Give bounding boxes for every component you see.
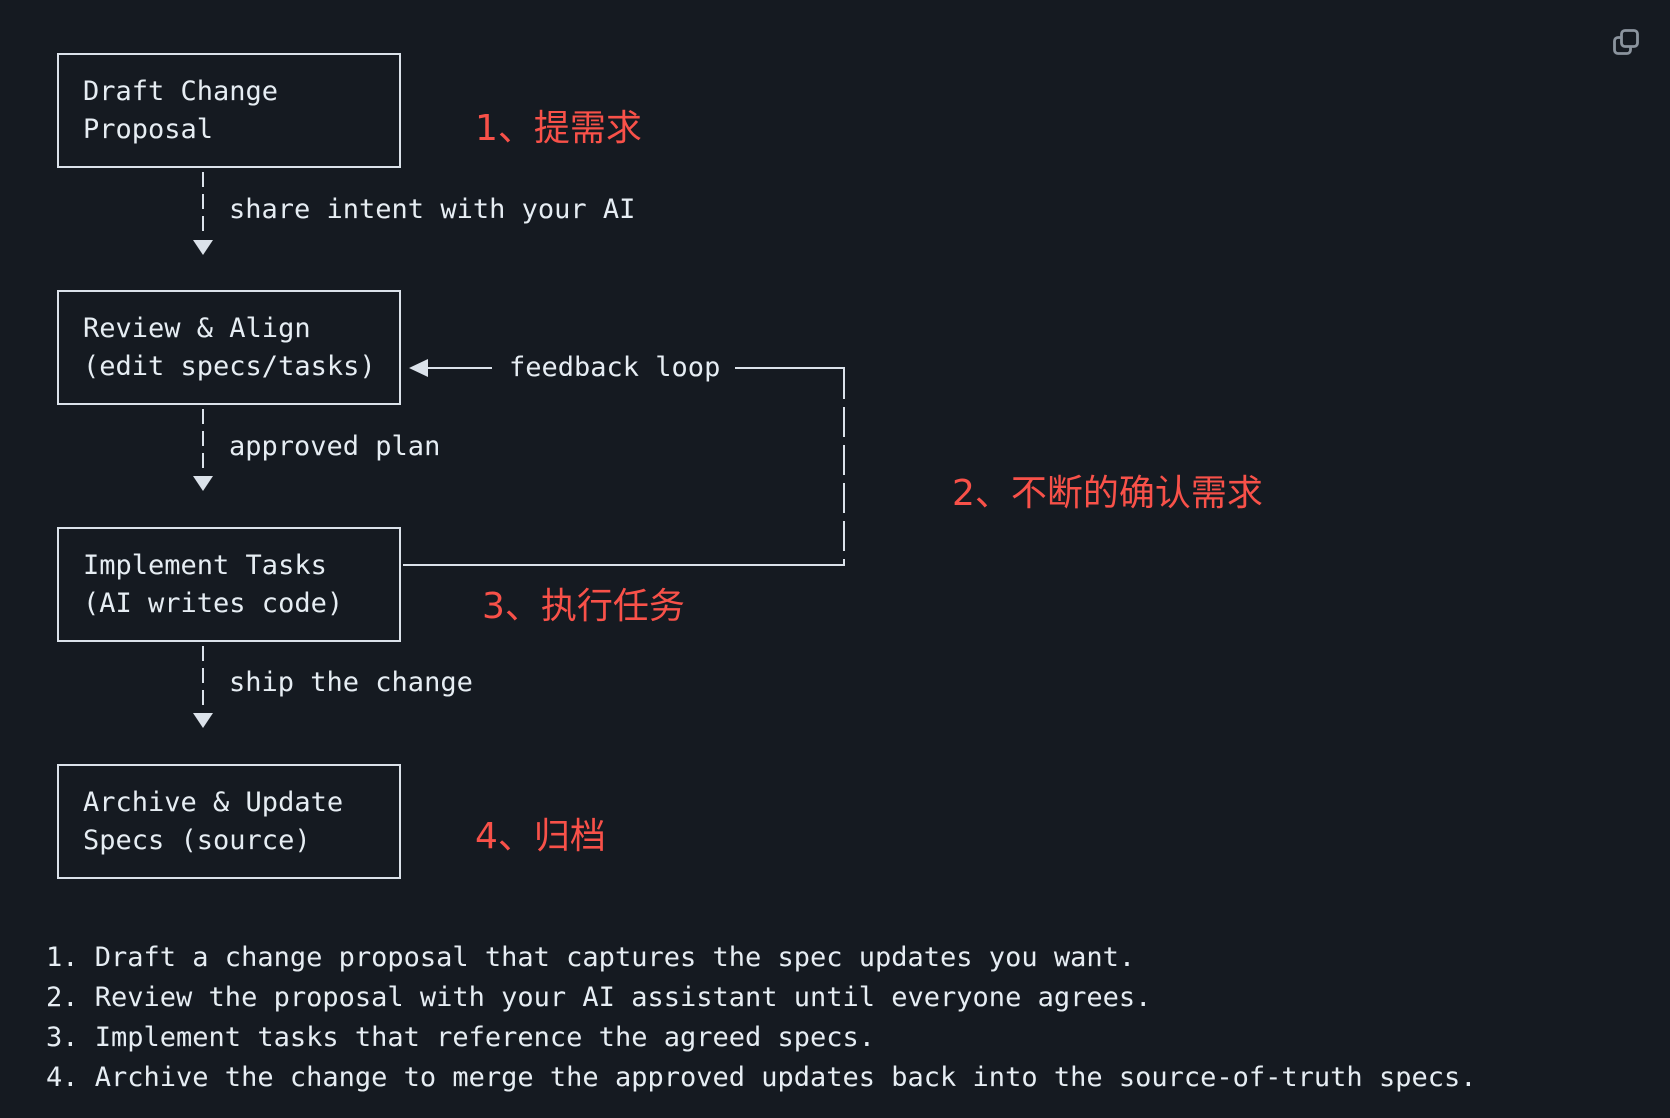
copy-button[interactable] xyxy=(1604,20,1648,64)
annotation-3: 3、执行任务 xyxy=(482,586,685,627)
feedback-line-left xyxy=(428,367,492,369)
node-archive-update-specs: Archive & Update Specs (source) xyxy=(57,764,401,879)
step-2: 2. Review the proposal with your AI assi… xyxy=(46,982,1152,1013)
node-text: (AI writes code) xyxy=(83,587,344,619)
node-review-align: Review & Align (edit specs/tasks) xyxy=(57,290,401,405)
node-text: Specs (source) xyxy=(83,824,311,856)
step-4: 4. Archive the change to merge the appro… xyxy=(46,1062,1477,1093)
node-text: Review & Align xyxy=(83,312,311,344)
arrow-down-icon xyxy=(193,240,213,255)
feedback-line-bottom xyxy=(403,564,845,566)
feedback-line-vertical xyxy=(843,369,845,566)
connector-line-2 xyxy=(202,409,204,473)
connector-line-3 xyxy=(202,646,204,710)
feedback-line-right xyxy=(735,367,845,369)
arrow-down-icon xyxy=(193,713,213,728)
node-text: Draft Change xyxy=(83,75,279,107)
node-text: Archive & Update xyxy=(83,786,344,818)
annotation-2: 2、不断的确认需求 xyxy=(952,473,1263,514)
arrow-down-icon xyxy=(193,476,213,491)
arrow-left-icon xyxy=(409,359,428,377)
connector-line-1 xyxy=(202,172,204,238)
step-3: 3. Implement tasks that reference the ag… xyxy=(46,1022,876,1053)
edge-label-approved-plan: approved plan xyxy=(229,431,441,462)
edge-label-ship-the-change: ship the change xyxy=(229,667,473,698)
node-implement-tasks: Implement Tasks (AI writes code) xyxy=(57,527,401,642)
steps-list: 1. Draft a change proposal that captures… xyxy=(46,938,1476,1098)
edge-label-share-intent: share intent with your AI xyxy=(229,194,636,225)
annotation-4: 4、归档 xyxy=(475,816,606,857)
feedback-loop-label: feedback loop xyxy=(509,352,721,383)
annotation-1: 1、提需求 xyxy=(475,108,642,149)
step-1: 1. Draft a change proposal that captures… xyxy=(46,942,1136,973)
node-text: Implement Tasks xyxy=(83,549,327,581)
node-text: (edit specs/tasks) xyxy=(83,350,376,382)
copy-icon xyxy=(1609,25,1643,59)
node-text: Proposal xyxy=(83,113,214,145)
node-draft-change-proposal: Draft Change Proposal xyxy=(57,53,401,168)
